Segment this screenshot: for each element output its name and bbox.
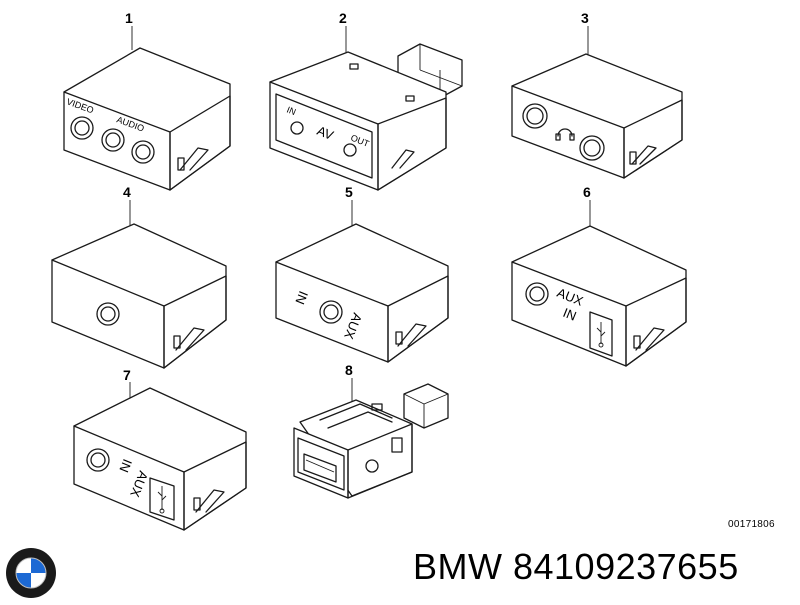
- label-in-6: IN: [561, 305, 579, 324]
- usb-icon: [157, 486, 167, 514]
- callout-3: 3: [581, 10, 589, 26]
- bmw-logo-icon: [4, 546, 58, 605]
- label-av: AV: [315, 123, 336, 143]
- part-2-av-in-out-socket: 2 IN AV OUT: [269, 10, 463, 191]
- label-in: IN: [285, 105, 297, 118]
- callout-4: 4: [123, 184, 131, 200]
- part-5-aux-in-socket: 5 IN AUX: [275, 184, 449, 363]
- callout-1: 1: [125, 10, 133, 26]
- reference-code: 00171806: [728, 519, 775, 530]
- part-number: BMW 84109237655: [413, 546, 739, 587]
- part-3-dual-socket-headphone: 3: [511, 10, 683, 179]
- callout-6: 6: [583, 184, 591, 200]
- part-1-video-audio-socket: 1 VIDEO AUDIO: [63, 10, 231, 191]
- part-7-aux-in-usb-socket: 7 IN AUX: [73, 367, 247, 531]
- part-8-usb-port-module: 8: [293, 362, 449, 499]
- callout-8: 8: [345, 362, 353, 378]
- usb-icon: [596, 322, 606, 348]
- part-6-aux-in-usb-socket: 6 AUX IN: [511, 184, 687, 367]
- callout-7: 7: [123, 367, 131, 383]
- headphone-icon: [555, 128, 575, 141]
- callout-5: 5: [345, 184, 353, 200]
- part-4-single-socket: 4: [51, 184, 227, 369]
- callout-2: 2: [339, 10, 347, 26]
- label-in-7: IN: [116, 457, 135, 475]
- label-in-5: IN: [292, 289, 311, 307]
